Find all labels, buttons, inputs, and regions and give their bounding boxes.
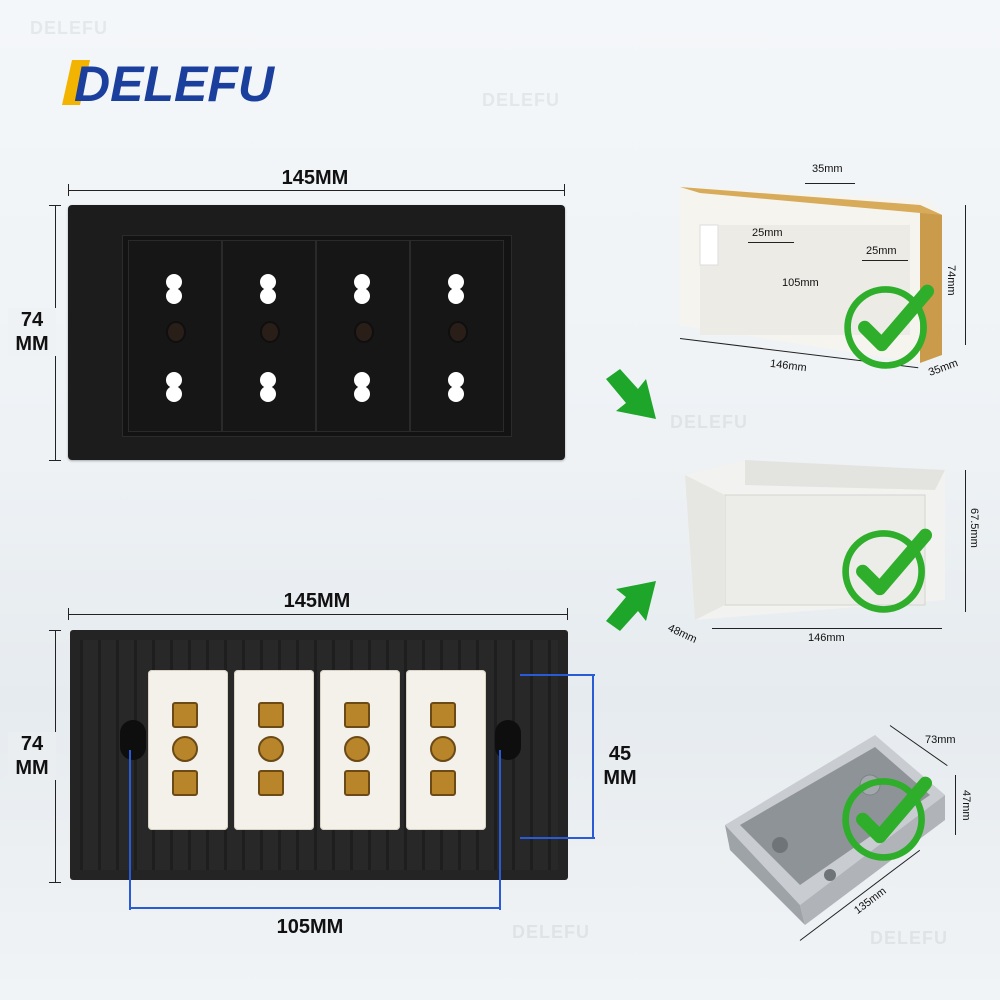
pin-hole-icon [354,274,370,304]
ground-hole [260,321,280,343]
hole-spacing-label: 105MM [276,916,344,938]
dimension-line [862,260,908,261]
dimension-tick [68,608,69,620]
front-height-label: 74 MM [8,308,56,356]
pin-hole-icon [448,372,464,402]
back-width-label: 145MM [283,590,351,612]
socket-module [222,240,316,432]
dimension-tick [68,184,69,196]
box3-height-label: 47mm [960,790,972,821]
watermark-text: DELEFU [512,922,590,942]
pin-hole-icon [166,372,182,402]
terminal-screw [430,702,456,728]
ground-hole [354,321,374,343]
socket-module [128,240,222,432]
socket-module [410,240,504,432]
box2-length-label: 146mm [808,632,845,644]
watermark-text: DELEFU [870,928,948,948]
socket-front-panel [68,205,565,460]
dimension-line [748,242,794,243]
dimension-line [955,775,956,835]
brand-logo: DELEFU [60,55,295,112]
screw-slot [120,720,146,760]
socket-mechanism [148,670,228,830]
terminal-screw [344,702,370,728]
arrow-right-icon [606,369,656,419]
pin-hole-icon [354,372,370,402]
watermark-text: DELEFU [482,90,560,110]
svg-text:DELEFU: DELEFU [74,56,276,110]
socket-mechanism [234,670,314,830]
ground-hole [166,321,186,343]
check-icon [842,776,933,861]
watermark-text: DELEFU [30,18,108,38]
box1-top-label: 35mm [812,163,843,175]
pin-hole-icon [260,372,276,402]
dimension-tick [49,205,61,206]
module-height-label: 45 MM [603,743,637,789]
box1-span-label: 105mm [782,277,819,289]
dimension-tick [49,630,61,631]
pin-hole-icon [166,274,182,304]
box1-inner-right-label: 25mm [866,245,897,257]
dimension-tick [49,460,61,461]
terminal-screw [344,736,370,762]
front-width-label: 145MM [281,167,349,189]
arrow-right-icon [606,581,656,631]
watermark-text: DELEFU [670,412,748,432]
ground-hole [448,321,468,343]
width-dimension-line [68,614,568,615]
terminal-screw [258,770,284,796]
dimension-line [965,470,966,612]
box1-height-label: 74mm [945,265,957,296]
dimension-tick [49,882,61,883]
back-dimension-lines [129,674,595,910]
mounting-box-1 [680,175,945,365]
terminal-screw [172,702,198,728]
socket-mechanism [320,670,400,830]
box3-width-label: 73mm [925,734,956,746]
terminal-screw [430,770,456,796]
socket-mechanism [406,670,486,830]
dimension-line [805,183,855,184]
box2-height-label: 67.5mm [968,508,980,548]
terminal-screw [430,736,456,762]
socket-module [316,240,410,432]
dimension-line [965,205,966,345]
dimension-tick [564,184,565,196]
pin-hole-icon [260,274,276,304]
terminal-screw [258,702,284,728]
terminal-screw [344,770,370,796]
socket-back-panel [70,630,568,880]
dimension-line [712,628,942,629]
box1-inner-left-label: 25mm [752,227,783,239]
back-height-label: 74 MM [8,732,56,780]
check-icon [844,284,935,369]
terminal-screw [172,770,198,796]
dimension-tick [567,608,568,620]
terminal-screw [172,736,198,762]
check-icon [842,528,933,613]
pin-hole-icon [448,274,464,304]
terminal-screw [258,736,284,762]
width-dimension-line [68,190,565,191]
